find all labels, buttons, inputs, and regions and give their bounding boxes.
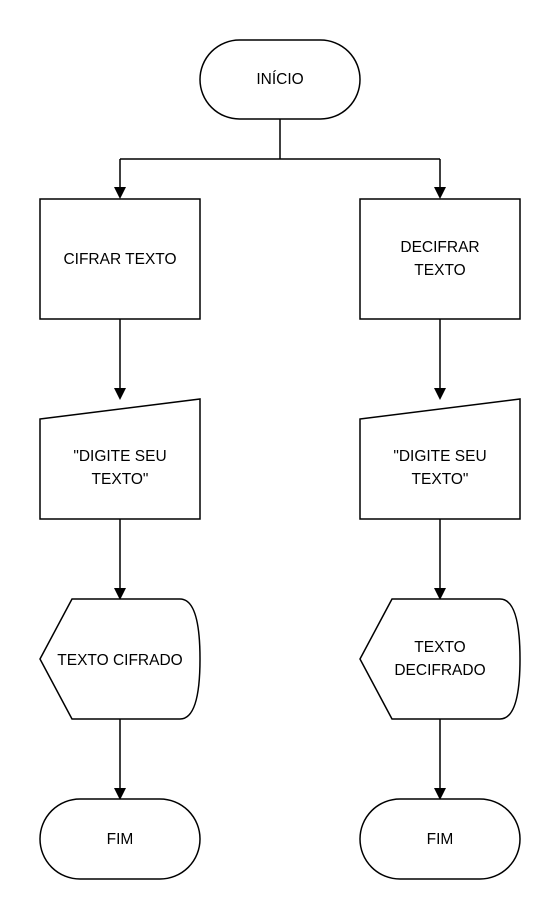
right-input-label-line-1: "DIGITE SEU <box>393 448 486 465</box>
right-arrow-4-head <box>434 788 446 800</box>
left-end-terminator: FIM <box>39 798 201 880</box>
left-end-label: FIM <box>107 831 134 848</box>
left-input-box: "DIGITE SEU TEXTO" <box>39 398 201 520</box>
left-input-label-line-1: "DIGITE SEU <box>73 448 166 465</box>
right-process-box: DECIFRAR TEXTO <box>359 198 521 320</box>
left-process-label-line-1: CIFRAR TEXTO <box>63 251 176 268</box>
right-arrow-3-head <box>434 588 446 600</box>
left-branch: CIFRAR TEXTO "DIGITE SEU TEXTO" TEXTO CI… <box>39 198 201 880</box>
right-input-box: "DIGITE SEU TEXTO" <box>359 398 521 520</box>
right-display-box: TEXTO DECIFRADO <box>359 598 521 720</box>
right-end-shape <box>359 798 521 880</box>
right-display-label-line-2: DECIFRADO <box>394 662 485 679</box>
right-input-label-line-2: TEXTO" <box>412 471 469 488</box>
left-input-label-line-2: TEXTO" <box>92 471 149 488</box>
right-end-label: FIM <box>427 831 454 848</box>
right-process-shape <box>359 198 521 320</box>
left-branch-arrowhead <box>114 187 126 199</box>
left-display-shape <box>39 598 201 720</box>
right-display-label-line-1: TEXTO <box>414 639 465 656</box>
left-end-shape <box>39 798 201 880</box>
right-branch-arrowhead <box>434 187 446 199</box>
left-arrow-4-head <box>114 788 126 800</box>
left-display-label-line-1: TEXTO CIFRADO <box>57 652 182 669</box>
left-arrow-2-head <box>114 388 126 400</box>
right-arrow-2-head <box>434 388 446 400</box>
left-input-shape <box>39 398 201 520</box>
right-end-terminator: FIM <box>359 798 521 880</box>
right-process-label-line-2: TEXTO <box>414 262 465 279</box>
left-process-box: CIFRAR TEXTO <box>39 198 201 320</box>
right-display-shape <box>359 598 521 720</box>
right-process-label-line-1: DECIFRAR <box>400 239 479 256</box>
right-input-shape <box>359 398 521 520</box>
start-terminator: INÍCIO <box>199 39 361 120</box>
right-branch: DECIFRAR TEXTO "DIGITE SEU TEXTO" TEXTO … <box>359 198 521 880</box>
split-connector <box>114 119 446 199</box>
start-label: INÍCIO <box>256 71 303 88</box>
left-arrow-3-head <box>114 588 126 600</box>
left-display-box: TEXTO CIFRADO <box>39 598 201 720</box>
